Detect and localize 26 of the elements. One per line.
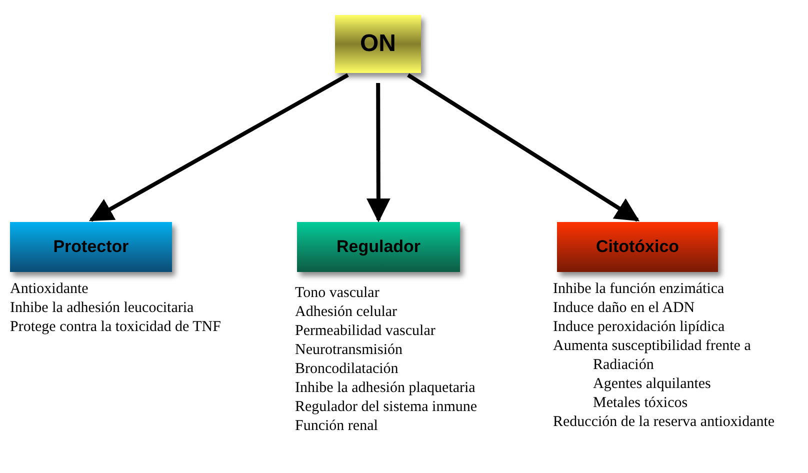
list-item: Adhesión celular — [295, 303, 398, 322]
list-item: Inhibe la adhesión plaquetaria — [295, 379, 476, 398]
list-item: Antioxidante — [10, 280, 90, 299]
list-item: Inhibe la función enzimática — [553, 280, 726, 299]
list-item: Induce peroxidación lipídica — [553, 318, 726, 337]
arrow — [407, 73, 640, 222]
list-item: Función renal — [295, 417, 379, 436]
list-item: Inhibe la adhesión leucocitaria — [10, 299, 195, 318]
list-item: Neurotransmisión — [295, 341, 404, 360]
category-box: Citotóxico — [557, 222, 718, 272]
arrow — [366, 83, 390, 222]
category-box: Protector — [10, 222, 172, 272]
list-item: Regulador del sistema inmune — [295, 398, 478, 417]
arrow — [88, 73, 349, 222]
list-item: Permeabilidad vascular — [295, 322, 436, 341]
list-item: Metales tóxicos — [592, 394, 689, 413]
list-item: Aumenta susceptibilidad frente a — [553, 337, 752, 356]
list-item: Tono vascular — [295, 284, 380, 303]
category-box: Regulador — [297, 222, 460, 272]
list-item: Induce daño en el ADN — [553, 299, 696, 318]
list-item: Agentes alquilantes — [592, 375, 712, 394]
list-item: Radiación — [592, 356, 655, 375]
category-box: ON — [335, 15, 421, 73]
list-item: Reducción de la reserva antioxidante — [553, 413, 776, 432]
list-item: Broncodilatación — [295, 360, 400, 379]
list-item: Protege contra la toxicidad de TNF — [10, 318, 222, 337]
